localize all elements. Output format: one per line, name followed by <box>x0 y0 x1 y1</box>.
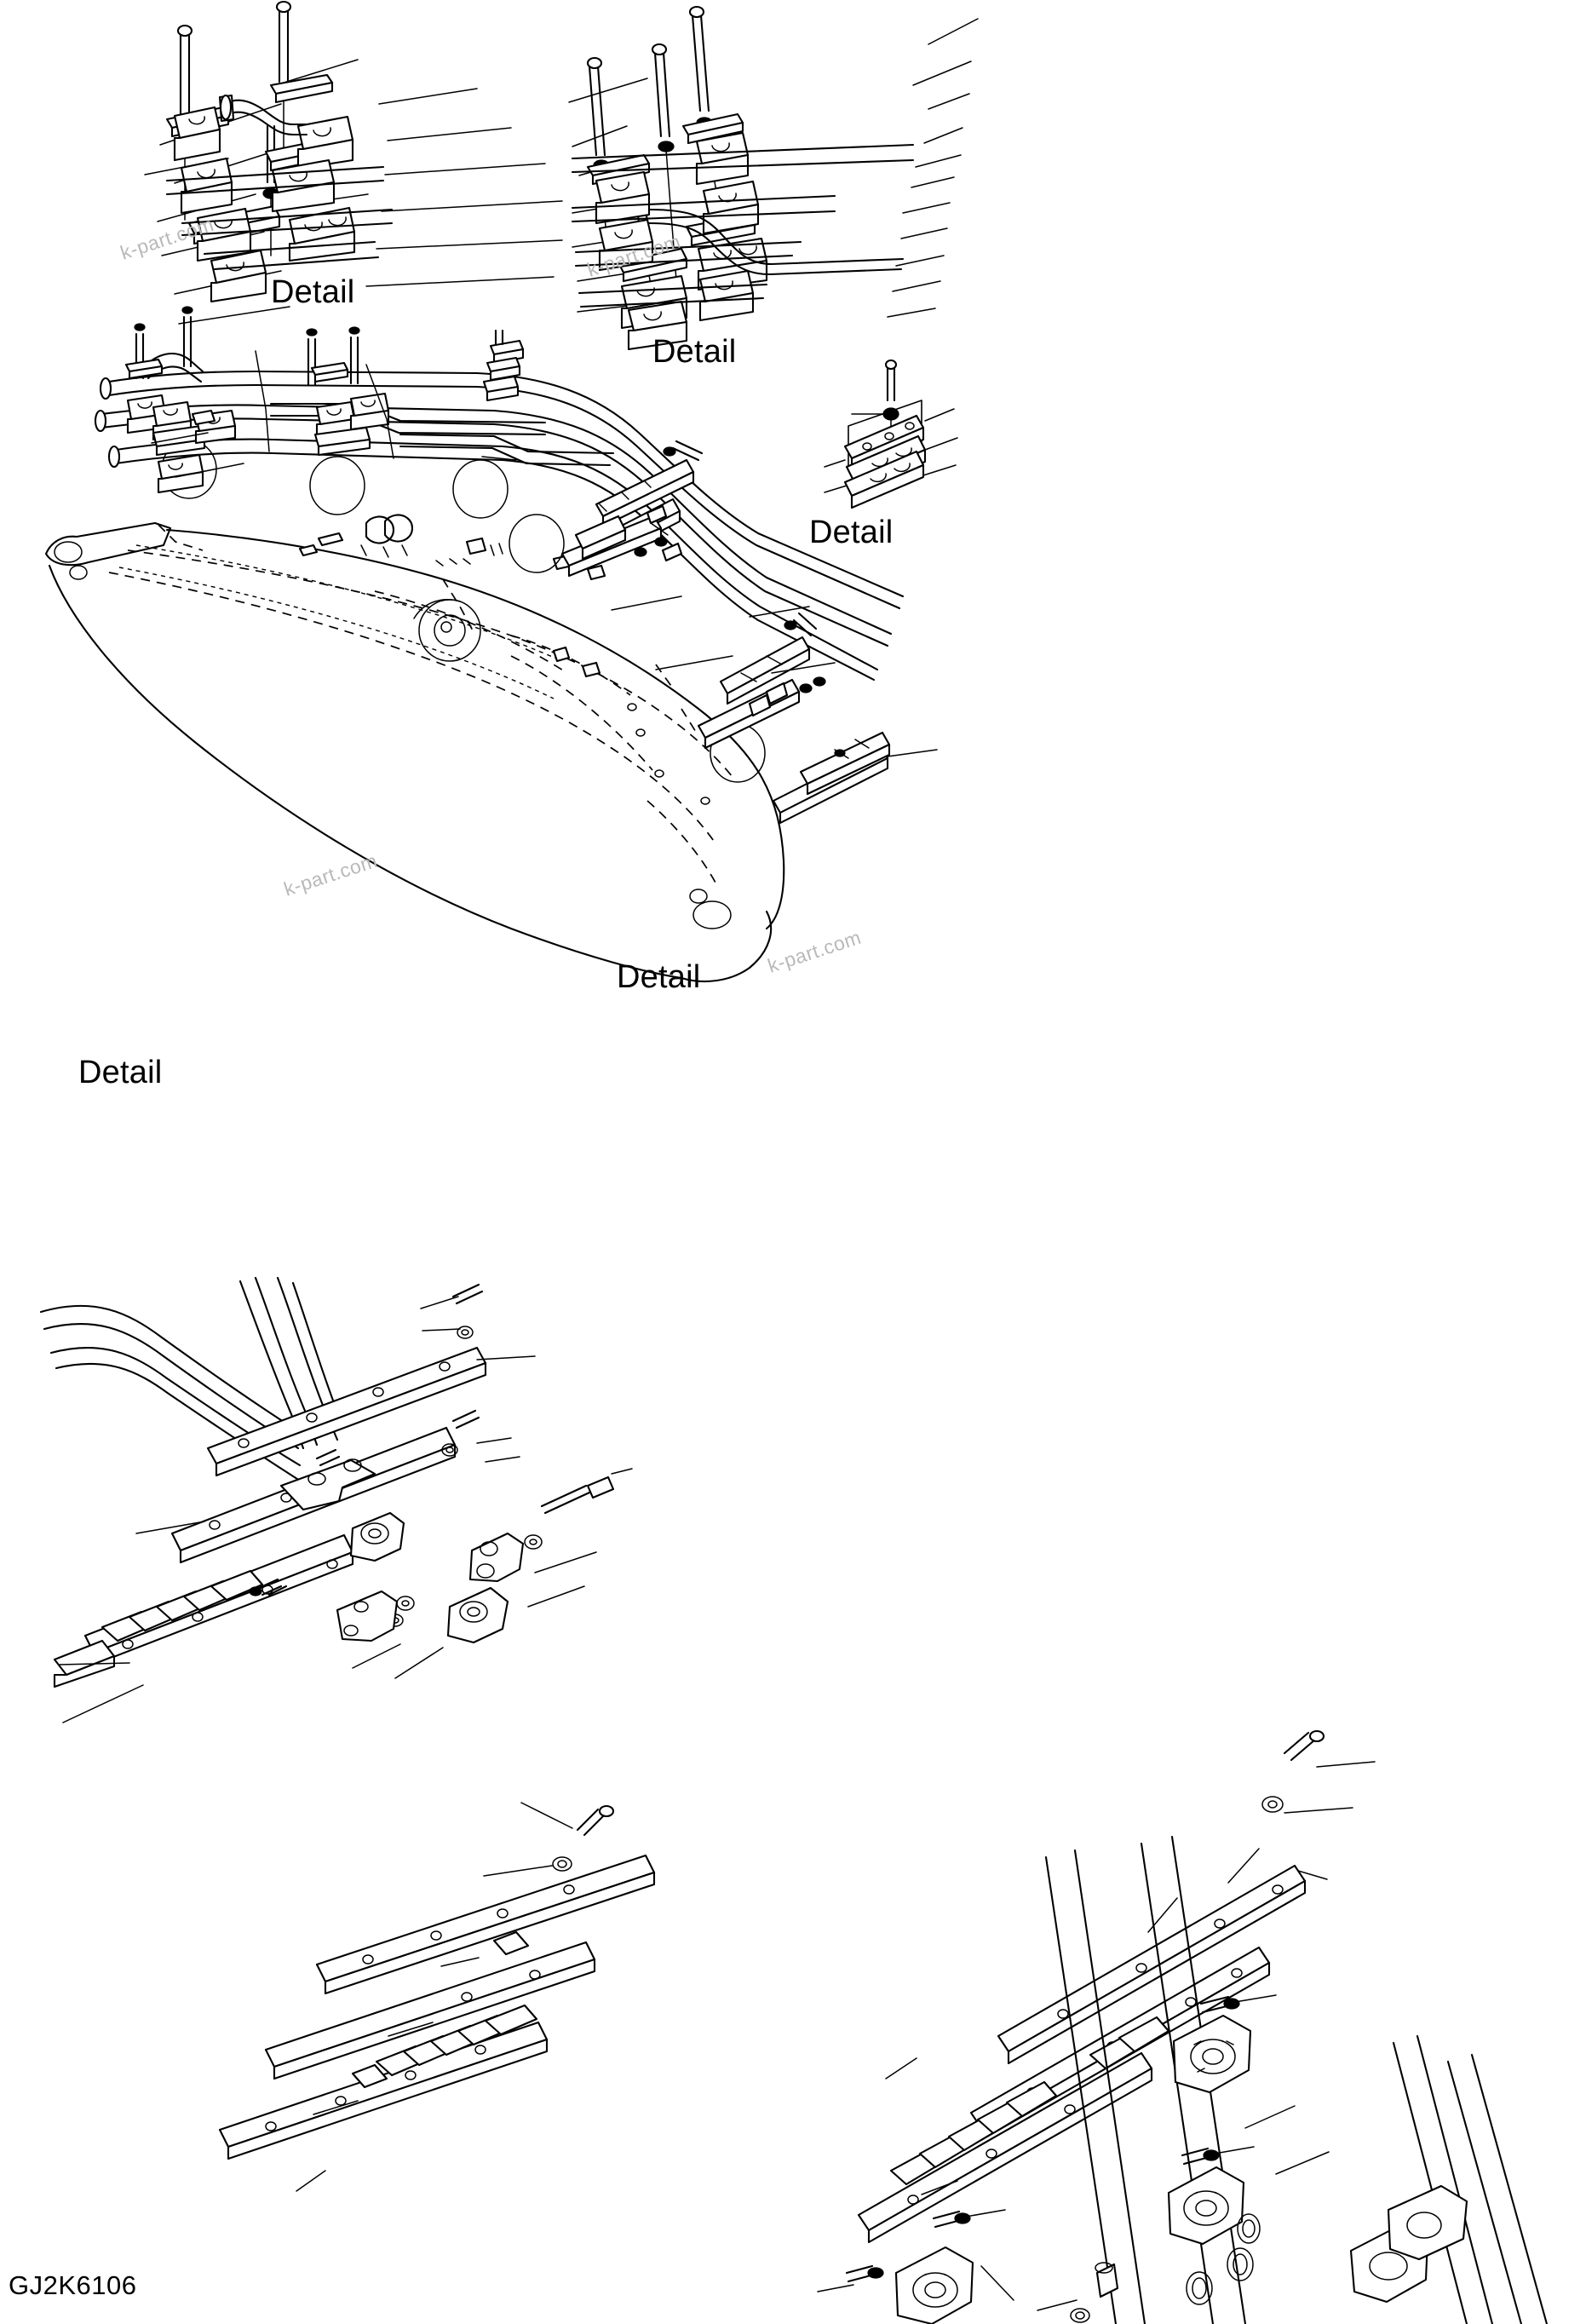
detail-label-bottom-right: Detail <box>617 959 701 995</box>
leader-lines-bottom-center <box>296 1802 573 2192</box>
right-detail-parts <box>824 359 958 509</box>
detail-label-bottom-left: Detail <box>78 1055 163 1090</box>
hose-lines-top-left <box>165 165 394 271</box>
boom-outline <box>44 514 785 983</box>
clamp-rails-bottom-left <box>53 1346 487 1688</box>
leader-lines-main-view <box>151 350 938 757</box>
leader-lines-bottom-right <box>817 1761 1376 2311</box>
clamp-block-group-top-right <box>595 131 768 351</box>
flange-blocks-bottom-right <box>894 2014 1468 2324</box>
leader-lines-bottom-left <box>59 1296 633 1723</box>
fasteners-bottom-right <box>845 1729 1325 2283</box>
detail-label-top-right: Detail <box>652 334 737 370</box>
brackets-bottom-left <box>336 1511 525 1644</box>
clamp-bank-upper-right <box>560 440 704 578</box>
clamp-rails-bottom-center <box>218 1804 656 2160</box>
clamp-group-main-run <box>124 306 525 494</box>
fasteners-bottom-left <box>249 1283 615 1627</box>
clamp-bank-lower-right <box>697 612 891 825</box>
detail-label-top-left: Detail <box>271 274 355 310</box>
hose-assembly-top-left <box>218 94 308 136</box>
hose-lines-top-right <box>571 143 915 308</box>
detail-label-right: Detail <box>809 515 894 550</box>
drawing-number: GJ2K6106 <box>9 2270 137 2300</box>
